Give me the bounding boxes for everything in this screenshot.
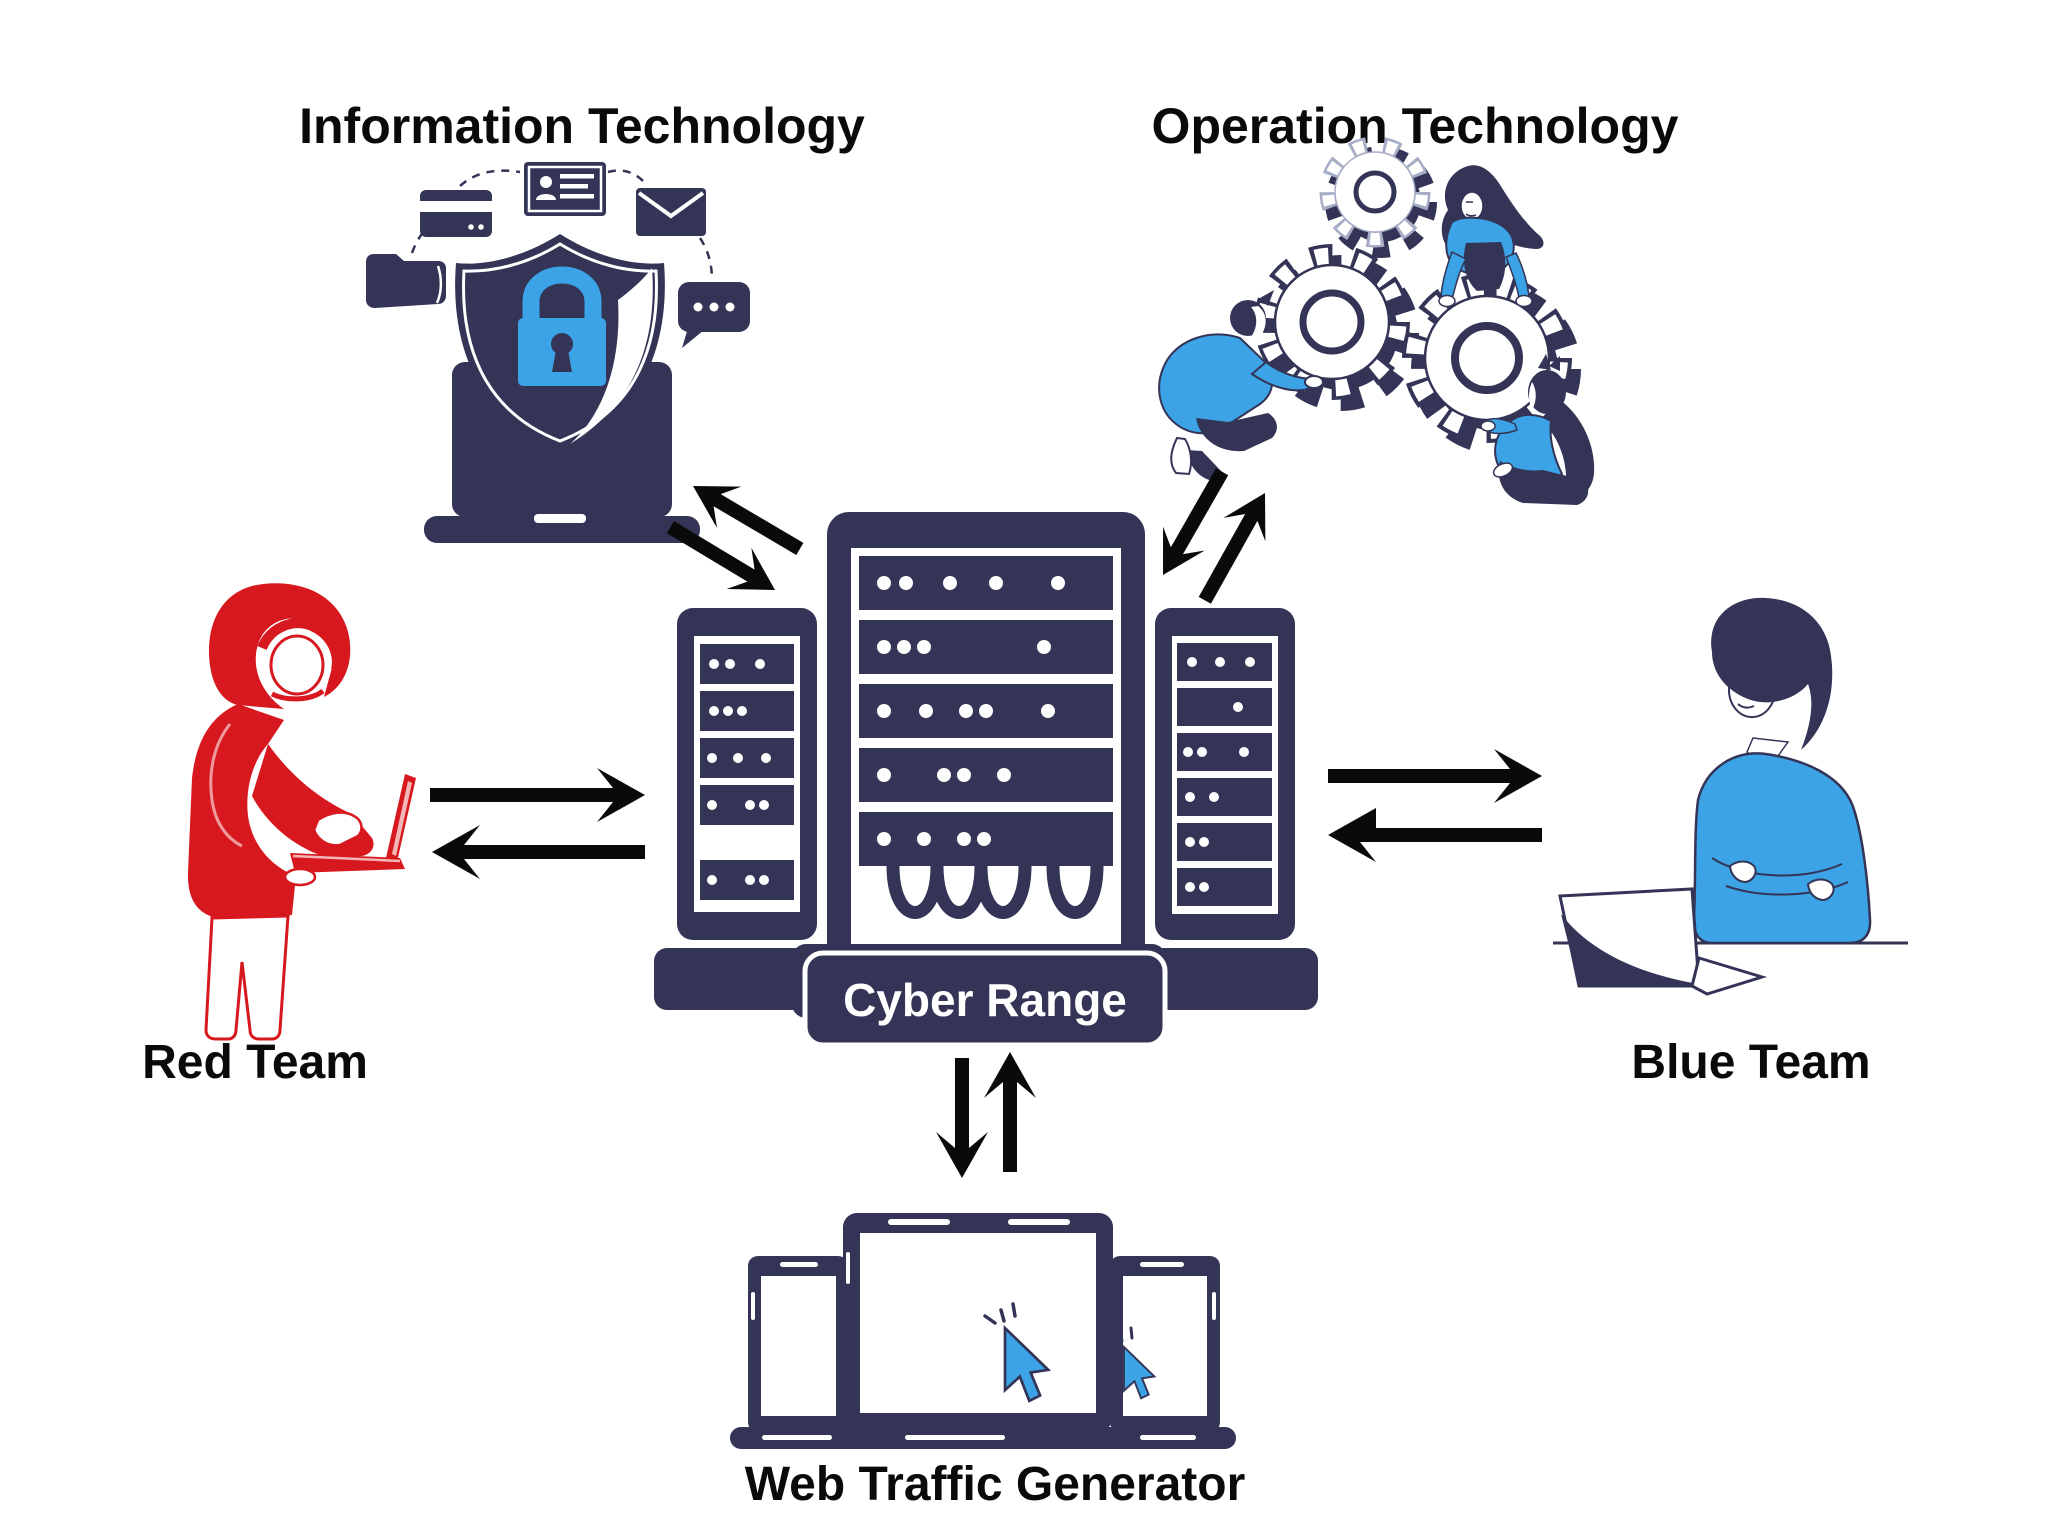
wtg-base-bar xyxy=(730,1427,1236,1449)
connection-arrows xyxy=(430,468,1542,1178)
cyber-range-plate: Cyber Range xyxy=(802,950,1168,1048)
cyber-range-illustration: Cyber Range xyxy=(654,512,1318,1048)
ot-person-left xyxy=(1158,290,1324,481)
wtg-cursor-large xyxy=(1003,1324,1052,1403)
rack-cables xyxy=(886,865,1104,919)
hacker-laptop-icon xyxy=(290,774,416,873)
credit-card-icon xyxy=(420,190,492,237)
web-traffic-generator-label: Web Traffic Generator xyxy=(745,1458,1246,1511)
web-traffic-generator-illustration xyxy=(730,1213,1236,1449)
shield-lock-icon xyxy=(455,234,665,450)
arrow-center-to-blueteam xyxy=(1328,749,1542,803)
wtg-right-device xyxy=(1110,1256,1220,1432)
wtg-left-device xyxy=(748,1256,848,1432)
blue-analyst-illustration xyxy=(1553,597,1908,996)
arrow-redteam-to-center xyxy=(430,768,645,822)
operation-technology-title: Operation Technology xyxy=(1152,98,1679,154)
ot-person-bottom xyxy=(1480,354,1595,505)
blue-team-label: Blue Team xyxy=(1631,1036,1870,1089)
analyst-laptop-icon xyxy=(1558,887,1768,996)
arrow-ot-to-center xyxy=(1163,468,1229,575)
left-gear-icon xyxy=(1254,244,1419,411)
wtg-click-lines-small xyxy=(1105,1326,1134,1346)
hacker-face xyxy=(269,634,325,696)
id-card-icon xyxy=(524,162,606,216)
information-technology-title: Information Technology xyxy=(299,98,865,154)
red-hacker-illustration xyxy=(187,583,416,1041)
server-rack-right xyxy=(1132,608,1318,1010)
arrow-blueteam-to-center xyxy=(1328,808,1542,862)
hacker-hand xyxy=(312,811,363,847)
server-rack-left xyxy=(654,608,838,1010)
arrow-it-to-center xyxy=(666,521,775,590)
folder-icon xyxy=(366,254,446,308)
arrow-center-to-it xyxy=(693,486,804,555)
hacker-legs xyxy=(204,914,290,1041)
red-team-label: Red Team xyxy=(142,1036,368,1089)
ot-gears-illustration xyxy=(1158,136,1595,505)
hacker-hood xyxy=(208,583,351,709)
it-security-illustration xyxy=(366,162,750,543)
rack-base-right xyxy=(1132,948,1318,1010)
wtg-click-lines-large xyxy=(983,1302,1017,1325)
wtg-cursor-small xyxy=(1123,1344,1157,1400)
arrow-wtg-to-center xyxy=(984,1052,1036,1172)
chat-bubble-icon xyxy=(678,282,750,348)
hacker-arm xyxy=(252,744,374,858)
server-rack-center xyxy=(792,512,1166,1018)
small-gear-icon xyxy=(1319,136,1437,258)
arrow-center-to-ot xyxy=(1198,493,1266,604)
envelope-icon xyxy=(636,188,706,236)
ot-person-top xyxy=(1438,165,1544,308)
cyber-range-label: Cyber Range xyxy=(843,974,1127,1026)
wtg-center-laptop xyxy=(843,1213,1113,1431)
arrow-center-to-wtg xyxy=(936,1058,988,1178)
arrow-center-to-redteam xyxy=(432,825,645,879)
analyst-figure xyxy=(1692,597,1872,945)
